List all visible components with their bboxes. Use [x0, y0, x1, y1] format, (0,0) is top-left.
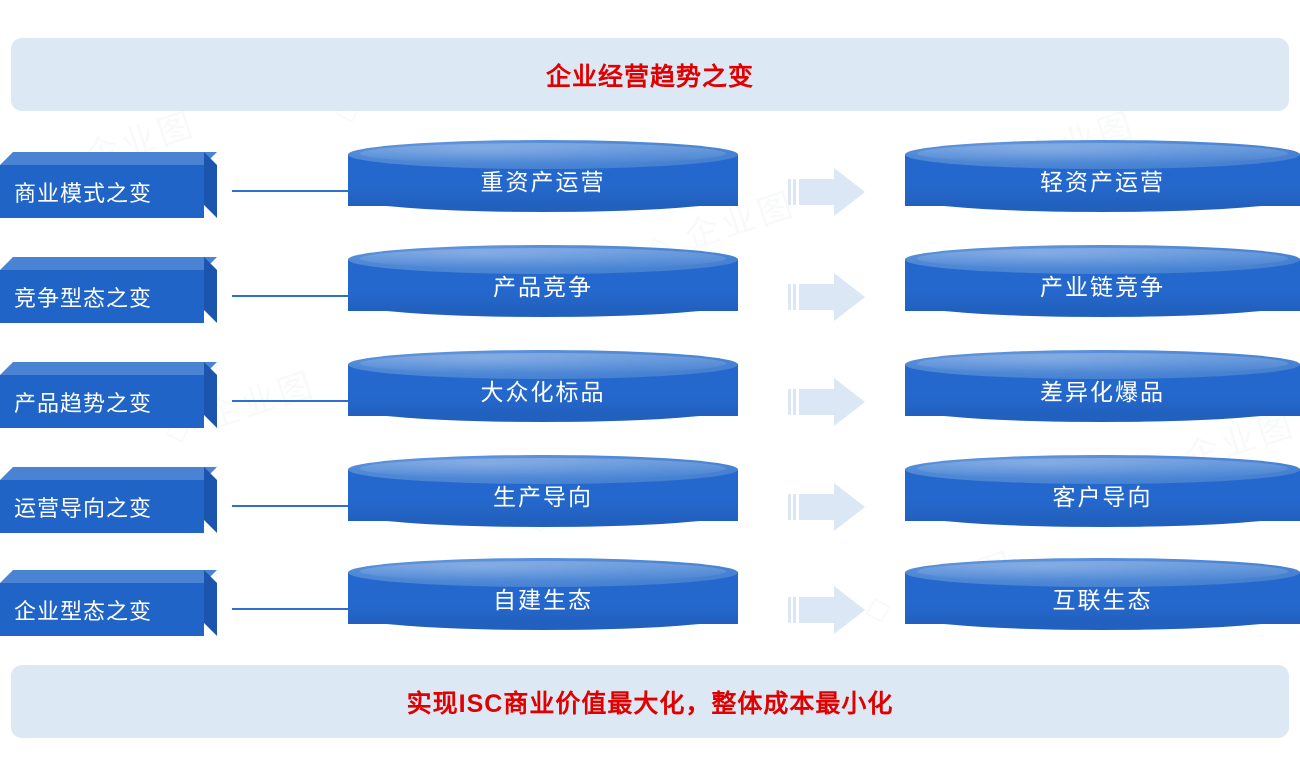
to-state-label: 差异化爆品: [1040, 379, 1165, 405]
diagram-row: 企业型态之变 自建生态 互联生态: [0, 558, 1300, 663]
category-box-2[interactable]: 产品趋势之变: [0, 362, 217, 428]
to-state-label: 产业链竞争: [1040, 274, 1165, 300]
box-side-face: [204, 152, 217, 218]
box-top-face: [0, 257, 217, 270]
box-top-face: [0, 362, 217, 375]
cylinder-sheen: [359, 353, 727, 374]
cylinder-top: [905, 558, 1300, 587]
cylinder-sheen: [916, 248, 1289, 269]
box-side-face: [204, 467, 217, 533]
to-state-cylinder-0[interactable]: 轻资产运营: [905, 140, 1300, 218]
right-arrow-icon: [788, 165, 866, 219]
diagram-row: 竞争型态之变 产品竞争 产业链竞争: [0, 245, 1300, 350]
conclusion-text: 实现ISC商业价值最大化，整体成本最小化: [406, 689, 894, 718]
box-front-face: 竞争型态之变: [0, 270, 204, 323]
category-box-4[interactable]: 企业型态之变: [0, 570, 217, 636]
box-side-face: [204, 362, 217, 428]
category-label: 产品趋势之变: [14, 390, 153, 416]
to-state-cylinder-3[interactable]: 客户导向: [905, 455, 1300, 533]
cylinder-sheen: [359, 248, 727, 269]
diagram-row: 运营导向之变 生产导向 客户导向: [0, 455, 1300, 560]
cylinder-top: [348, 350, 738, 379]
right-arrow-icon: [788, 480, 866, 534]
from-state-cylinder-4[interactable]: 自建生态: [348, 558, 738, 636]
from-state-cylinder-1[interactable]: 产品竞争: [348, 245, 738, 323]
cylinder-top: [905, 455, 1300, 484]
box-front-face: 企业型态之变: [0, 583, 204, 636]
connector-line: [232, 505, 348, 507]
category-label: 企业型态之变: [14, 598, 153, 624]
right-arrow-icon: [788, 583, 866, 637]
category-box-1[interactable]: 竞争型态之变: [0, 257, 217, 323]
cylinder-top: [348, 245, 738, 274]
connector-line: [232, 295, 348, 297]
box-front-face: 产品趋势之变: [0, 375, 204, 428]
page-title: 企业经营趋势之变: [545, 62, 754, 91]
cylinder-sheen: [916, 458, 1289, 479]
box-side-face: [204, 570, 217, 636]
category-box-3[interactable]: 运营导向之变: [0, 467, 217, 533]
box-top-face: [0, 467, 217, 480]
category-label: 商业模式之变: [14, 180, 153, 206]
category-box-0[interactable]: 商业模式之变: [0, 152, 217, 218]
cylinder-sheen: [916, 143, 1289, 164]
cylinder-sheen: [359, 143, 727, 164]
box-top-face: [0, 570, 217, 583]
from-state-label: 重资产运营: [480, 169, 606, 195]
connector-line: [232, 608, 348, 610]
cylinder-top: [348, 558, 738, 587]
connector-line: [232, 400, 348, 402]
from-state-label: 大众化标品: [480, 379, 606, 405]
category-label: 竞争型态之变: [14, 285, 153, 311]
title-banner: 企业经营趋势之变: [11, 38, 1289, 111]
connector-line: [232, 190, 348, 192]
to-state-label: 轻资产运营: [1040, 169, 1165, 195]
cylinder-top: [905, 350, 1300, 379]
diagram-row: 商业模式之变 重资产运营 轻资产运营: [0, 140, 1300, 245]
from-state-label: 产品竞争: [493, 274, 593, 300]
from-state-cylinder-3[interactable]: 生产导向: [348, 455, 738, 533]
box-side-face: [204, 257, 217, 323]
cylinder-top: [905, 140, 1300, 169]
conclusion-banner: 实现ISC商业价值最大化，整体成本最小化: [11, 665, 1289, 738]
to-state-label: 互联生态: [1052, 587, 1153, 613]
diagram-row: 产品趋势之变 大众化标品 差异化爆品: [0, 350, 1300, 455]
cylinder-sheen: [916, 561, 1289, 582]
from-state-cylinder-0[interactable]: 重资产运营: [348, 140, 738, 218]
right-arrow-icon: [788, 270, 866, 324]
box-front-face: 商业模式之变: [0, 165, 204, 218]
box-front-face: 运营导向之变: [0, 480, 204, 533]
cylinder-top: [348, 140, 738, 169]
cylinder-sheen: [359, 458, 727, 479]
to-state-cylinder-1[interactable]: 产业链竞争: [905, 245, 1300, 323]
from-state-label: 生产导向: [493, 484, 593, 510]
to-state-cylinder-2[interactable]: 差异化爆品: [905, 350, 1300, 428]
to-state-label: 客户导向: [1052, 484, 1153, 510]
cylinder-top: [348, 455, 738, 484]
from-state-label: 自建生态: [493, 587, 593, 613]
right-arrow-icon: [788, 375, 866, 429]
box-top-face: [0, 152, 217, 165]
cylinder-sheen: [359, 561, 727, 582]
cylinder-top: [905, 245, 1300, 274]
to-state-cylinder-4[interactable]: 互联生态: [905, 558, 1300, 636]
cylinder-sheen: [916, 353, 1289, 374]
category-label: 运营导向之变: [14, 495, 153, 521]
from-state-cylinder-2[interactable]: 大众化标品: [348, 350, 738, 428]
